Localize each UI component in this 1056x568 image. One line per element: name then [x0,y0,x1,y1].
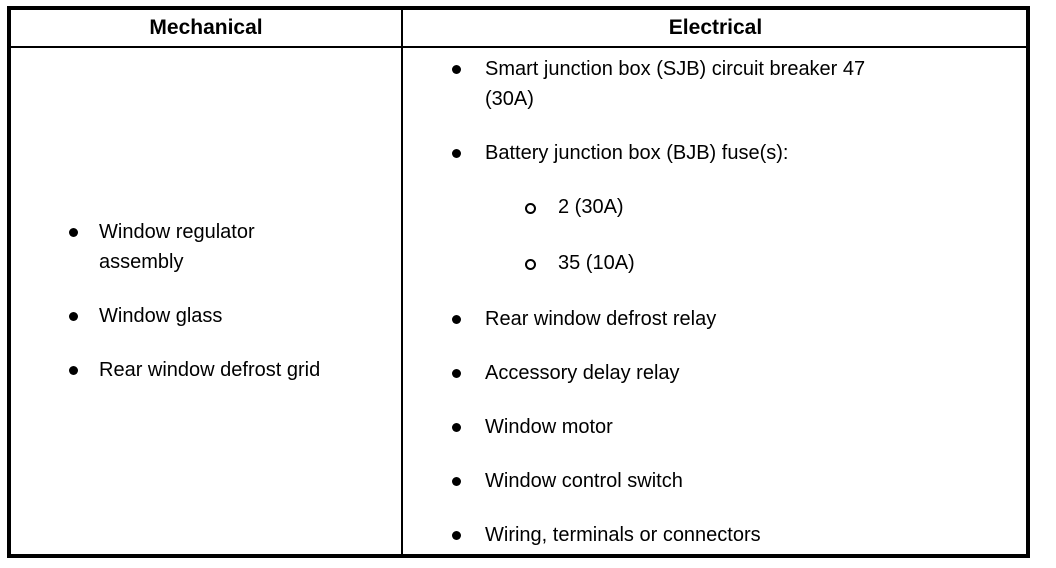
solid-bullet-icon [452,315,461,324]
column-divider [401,10,403,554]
table-header-row: Mechanical Electrical [11,10,1026,48]
list-item-label: Rear window defrost relay [485,308,717,330]
electrical-column: Smart junction box (SJB) circuit breaker… [403,48,1026,554]
component-list-table: Mechanical Electrical Window regulator a… [7,6,1030,558]
sub-list-item-label: 35 (10A) [558,252,635,274]
hollow-bullet-icon [525,259,536,270]
list-item: Window control switch [403,466,1026,496]
electrical-list: Smart junction box (SJB) circuit breaker… [403,54,1026,550]
solid-bullet-icon [452,149,461,158]
mechanical-column: Window regulator assembly Window glass R… [11,48,401,554]
list-item-label: Window motor [485,416,613,438]
list-item: Wiring, terminals or connectors [403,520,1026,550]
list-item-label: Rear window defrost grid [99,359,321,381]
list-item: Window motor [403,412,1026,442]
solid-bullet-icon [69,312,78,321]
list-item: Rear window defrost grid [11,355,401,385]
solid-bullet-icon [69,366,78,375]
list-item: Rear window defrost relay [403,304,1026,334]
list-item: Window glass [11,301,401,331]
list-item: Accessory delay relay [403,358,1026,388]
list-item-label: Window glass [99,305,223,327]
list-item-label: Accessory delay relay [485,362,680,384]
sub-list-item-label: 2 (30A) [558,196,624,218]
solid-bullet-icon [452,65,461,74]
column-header-electrical: Electrical [668,16,763,39]
hollow-bullet-icon [525,203,536,214]
solid-bullet-icon [69,228,78,237]
list-item-label: Window regulator assembly [99,221,255,273]
list-item-label: Smart junction box (SJB) circuit breaker… [485,58,866,110]
list-item: Battery junction box (BJB) fuse(s): [403,138,1026,168]
solid-bullet-icon [452,423,461,432]
list-item-label: Window control switch [485,470,683,492]
solid-bullet-icon [452,477,461,486]
column-header-mechanical: Mechanical [149,16,263,39]
sub-list-item: 2 (30A) [403,192,1026,222]
list-item: Smart junction box (SJB) circuit breaker… [403,54,1026,114]
solid-bullet-icon [452,531,461,540]
list-item: Window regulator assembly [11,217,401,277]
list-item-label: Battery junction box (BJB) fuse(s): [485,142,789,164]
solid-bullet-icon [452,369,461,378]
mechanical-list: Window regulator assembly Window glass R… [11,217,401,385]
list-item-label: Wiring, terminals or connectors [485,524,761,546]
sub-list-item: 35 (10A) [403,248,1026,278]
